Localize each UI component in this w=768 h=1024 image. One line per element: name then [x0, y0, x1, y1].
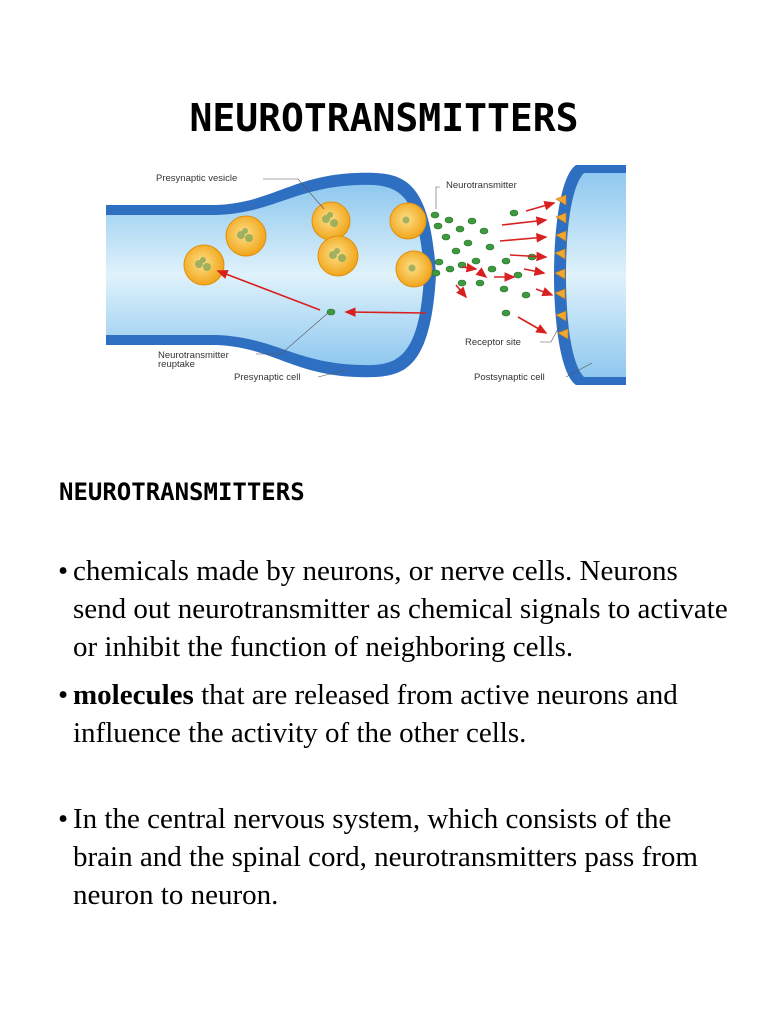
diffusion-arrows: [216, 201, 556, 334]
synapse-diagram: Presynaptic vesicle Neurotransmitter Rec…: [106, 165, 626, 385]
receptor-sites: [554, 194, 569, 340]
bullet-item: • molecules that are released from activ…: [58, 676, 738, 752]
postsynaptic-cytoplasm: [566, 173, 626, 377]
slide-title: NEUROTRANSMITTERS: [189, 96, 579, 140]
bullet-text: chemicals made by neurons, or nerve cell…: [73, 555, 728, 663]
bullet-marker: •: [58, 555, 69, 587]
bullet-text: that are released from active neurons an…: [73, 679, 678, 749]
bullet-marker: •: [58, 679, 69, 711]
label-presynaptic-vesicle: Presynaptic vesicle: [156, 173, 237, 184]
label-presynaptic-cell: Presynaptic cell: [234, 372, 301, 383]
neurotransmitter-molecules: [326, 209, 537, 317]
synapse-illustration: Presynaptic vesicle Neurotransmitter Rec…: [106, 165, 626, 385]
label-reuptake-line1: Neurotransmitter: [158, 350, 229, 361]
bullet-item: • In the central nervous system, which c…: [58, 800, 738, 914]
vesicles: [183, 201, 433, 288]
label-postsynaptic-cell: Postsynaptic cell: [474, 372, 545, 383]
bullet-marker: •: [58, 803, 69, 835]
label-reuptake-line2: reuptake: [158, 359, 195, 370]
section-heading: NEUROTRANSMITTERS: [59, 478, 305, 506]
label-receptor-site: Receptor site: [465, 337, 521, 348]
bullet-item: • chemicals made by neurons, or nerve ce…: [58, 552, 738, 666]
bullet-list: • chemicals made by neurons, or nerve ce…: [58, 552, 738, 914]
bullet-bold-lead: molecules: [73, 679, 194, 711]
bullet-text: In the central nervous system, which con…: [73, 803, 698, 911]
label-neurotransmitter: Neurotransmitter: [446, 180, 517, 191]
